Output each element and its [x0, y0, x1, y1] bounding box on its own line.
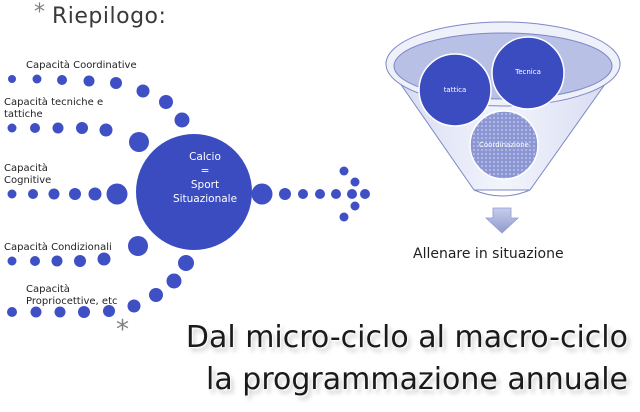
connector-dot	[7, 307, 17, 317]
down-arrow	[484, 207, 520, 234]
result-label: Allenare in situazione	[413, 246, 564, 262]
connector-dot	[174, 112, 190, 128]
dot-row-cognitive	[7, 183, 128, 205]
connector-dot	[30, 306, 42, 318]
label-capacita-coordinative: Capacità Coordinative	[26, 60, 137, 71]
connector-dot	[129, 132, 149, 152]
hub-circle	[136, 134, 252, 250]
funnel	[385, 21, 621, 234]
connector-dot	[76, 122, 88, 134]
connector-dot	[127, 299, 141, 313]
arrowhead-dot	[339, 166, 349, 176]
connector-dot	[7, 189, 17, 199]
arrowhead-dot	[350, 201, 360, 211]
connector-dot	[54, 306, 66, 318]
connector-dot	[149, 288, 163, 302]
connector-dot	[28, 189, 38, 199]
hub-line-1: Calcio	[189, 151, 221, 163]
dot-row-coordinative	[8, 74, 190, 128]
connector-dot	[78, 306, 90, 318]
label-tecnica: Tecnica	[515, 68, 541, 76]
label-capacita-cognitive: Capacità Cognitive	[4, 163, 52, 186]
connector-dot	[106, 183, 128, 205]
dot-row-propriocettive	[7, 255, 194, 318]
connector-dot	[97, 252, 111, 266]
label-capacita-condizionali: Capacità Condizionali	[4, 242, 112, 253]
heading-riepilogo: Riepilogo:	[52, 4, 167, 29]
hub-line-2: =	[200, 165, 210, 177]
connector-dot	[52, 122, 64, 134]
title-line-1: Dal micro-ciclo al macro-ciclo	[185, 320, 628, 355]
title-bullet: *	[116, 315, 129, 345]
connector-dot	[74, 255, 86, 267]
arrowhead-dot	[347, 189, 357, 199]
connector-dot	[32, 74, 42, 84]
connector-dot	[103, 305, 115, 317]
connector-dot	[57, 75, 67, 85]
connector-dot	[178, 255, 194, 271]
label-capacita-tecniche: Capacità tecniche e tattiche	[4, 97, 104, 120]
connector-dot	[30, 256, 40, 266]
funnel-spout	[473, 189, 531, 197]
connector-dot	[88, 187, 102, 201]
connector-dot	[251, 183, 273, 205]
connector-dot	[7, 123, 17, 133]
label-coordinazione: Coordinazione	[479, 141, 529, 149]
connector-dot	[69, 188, 81, 200]
circle-tattica	[418, 53, 492, 127]
label-capacita-propriocettive: Capacità Propriocettive, etc	[26, 284, 118, 307]
connector-dot	[7, 256, 17, 266]
connector-dot	[166, 273, 182, 289]
connector-dot	[315, 189, 325, 199]
connector-dot	[136, 84, 150, 98]
heading-bullet: *	[34, 0, 45, 25]
connector-dot	[298, 189, 308, 199]
dot-row-tecniche	[7, 122, 149, 152]
connector-dot	[51, 255, 63, 267]
circle-tecnica	[491, 36, 565, 110]
label-tattica: tattica	[443, 86, 467, 94]
arrowhead-dot	[339, 212, 349, 222]
dotted-arrow-output	[251, 166, 370, 222]
arrowhead-dot	[360, 189, 370, 199]
connector-dot	[30, 123, 40, 133]
arrowhead-dot	[350, 177, 360, 187]
connector-dot	[159, 95, 173, 109]
connector-dot	[110, 77, 122, 89]
connector-dot	[8, 75, 16, 83]
connector-dot	[83, 75, 95, 87]
connector-dot	[279, 188, 291, 200]
hub-label: Calcio = Sport Situazionale	[140, 150, 270, 206]
connector-dot	[48, 188, 60, 200]
connector-dot	[331, 189, 341, 199]
connector-dot	[128, 236, 148, 256]
connector-dot	[99, 123, 113, 137]
title-line-2: la programmazione annuale	[206, 362, 628, 397]
hub-line-4: Situazionale	[172, 193, 238, 205]
circle-coordinazione	[469, 110, 539, 180]
hub-line-3: Sport	[190, 179, 220, 191]
dot-row-condizionali	[7, 236, 148, 267]
